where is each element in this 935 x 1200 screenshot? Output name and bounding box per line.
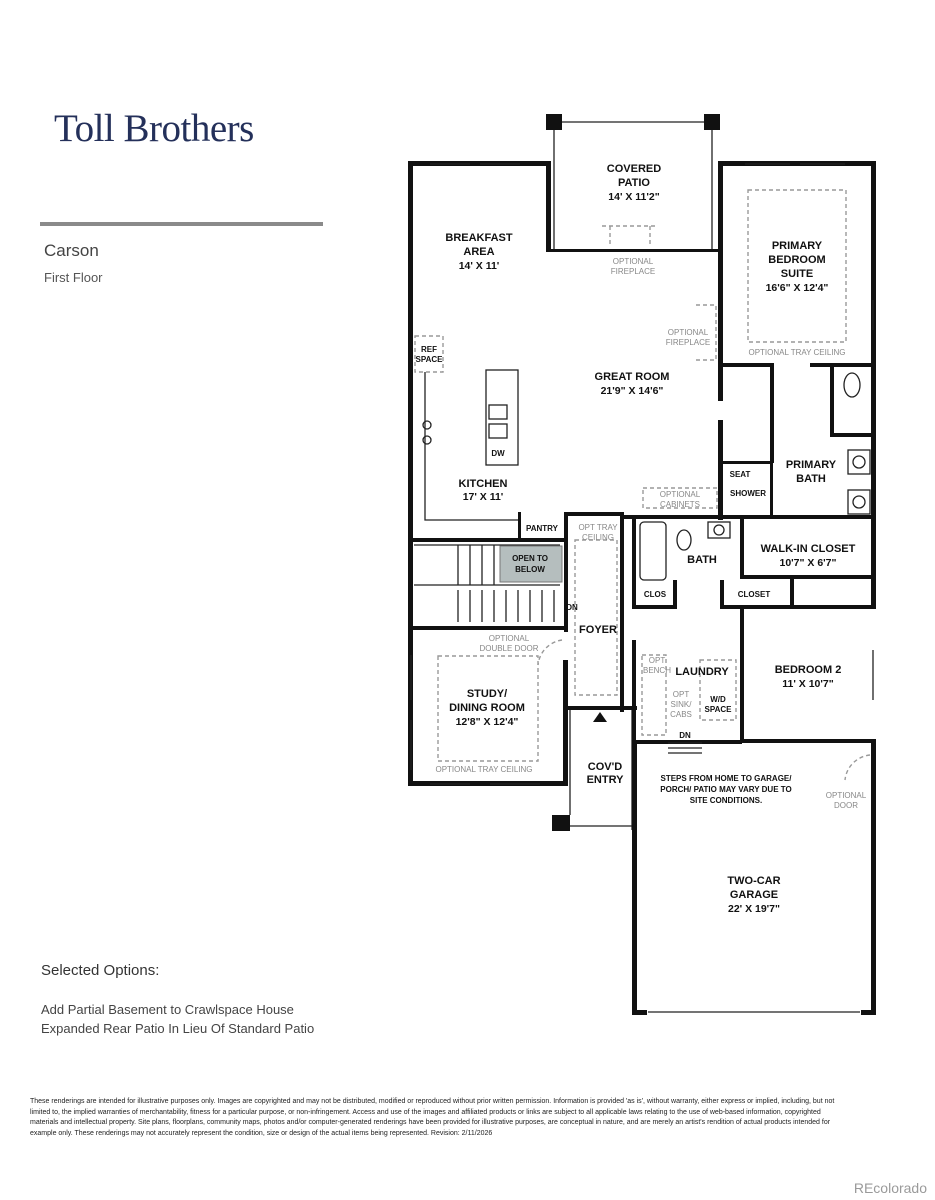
ref-space-label-2: SPACE: [416, 355, 444, 364]
opt-fireplace-great-2: FIREPLACE: [666, 338, 710, 347]
opt-bench-label: OPT: [649, 656, 666, 665]
covered-patio-label-2: PATIO: [618, 177, 650, 189]
shower-label: SHOWER: [730, 489, 766, 498]
bedroom2-label: BEDROOM 2: [775, 664, 842, 676]
garage-dim: 22' X 19'7": [728, 903, 780, 915]
clos-label: CLOS: [644, 590, 667, 599]
opt-bench-label-2: BENCH: [643, 666, 671, 675]
primary-suite-label: PRIMARY: [772, 240, 823, 252]
primary-suite-dim: 16'6" X 12'4": [766, 282, 829, 294]
closet-label: CLOSET: [738, 590, 771, 599]
primary-suite-label-2: BEDROOM: [768, 254, 825, 266]
walls: [408, 114, 876, 1015]
steps-note: STEPS FROM HOME TO GARAGE/: [661, 774, 793, 783]
disclaimer-text: These renderings are intended for illust…: [30, 1098, 835, 1137]
selected-option-item: Add Partial Basement to Crawlspace House: [41, 1002, 294, 1017]
floor-name: First Floor: [44, 270, 103, 285]
foyer-label: FOYER: [579, 624, 617, 636]
opt-tray-primary: OPTIONAL TRAY CEILING: [748, 348, 845, 357]
opt-tray-foyer: OPT TRAY: [578, 523, 618, 532]
primary-suite-label-3: SUITE: [781, 268, 813, 280]
open-below-label-2: BELOW: [515, 565, 545, 574]
primary-bath-label-2: BATH: [796, 473, 826, 485]
primary-bath-label: PRIMARY: [786, 459, 837, 471]
breakfast-dim: 14' X 11': [459, 260, 500, 272]
great-room-dim: 21'9" X 14'6": [601, 385, 664, 397]
wd-label: W/D: [710, 695, 726, 704]
title-divider: [40, 222, 323, 226]
bedroom2-dim: 11' X 10'7": [782, 678, 833, 690]
brand-logo: Toll Brothers: [54, 107, 254, 150]
covered-patio-label: COVERED: [607, 163, 661, 175]
open-below-label: OPEN TO: [512, 554, 548, 563]
fixtures: [414, 189, 871, 781]
study-label: STUDY/: [467, 688, 507, 700]
opt-tray-foyer-2: CEILING: [582, 533, 614, 542]
covd-entry-label-2: ENTRY: [587, 774, 625, 786]
kitchen-label: KITCHEN: [459, 478, 508, 490]
kitchen-dim: 17' X 11': [463, 491, 504, 503]
windows: [410, 163, 874, 785]
opt-sink-label: OPT: [673, 690, 690, 699]
bath-label: BATH: [687, 554, 717, 566]
garage-label-2: GARAGE: [730, 889, 778, 901]
walk-in-closet-label: WALK-IN CLOSET: [761, 543, 856, 555]
pantry-label: PANTRY: [526, 524, 559, 533]
dw-label: DW: [491, 449, 505, 458]
opt-garage-door: OPTIONAL: [826, 791, 867, 800]
study-label-2: DINING ROOM: [449, 702, 525, 714]
stair-dn-label: DN: [566, 603, 578, 612]
selected-options-title: Selected Options:: [41, 962, 160, 979]
covd-entry-label: COV'D: [588, 761, 622, 773]
laundry-dn-label: DN: [679, 731, 691, 740]
breakfast-label-2: AREA: [463, 246, 494, 258]
covered-patio-dim: 14' X 11'2": [608, 191, 659, 203]
wd-label-2: SPACE: [705, 705, 733, 714]
model-name: Carson: [44, 241, 99, 260]
selected-option-item: Expanded Rear Patio In Lieu Of Standard …: [41, 1021, 315, 1036]
opt-fireplace-patio: OPTIONAL: [613, 257, 654, 266]
ref-space-label: REF: [421, 345, 437, 354]
garage-label: TWO-CAR: [727, 875, 780, 887]
opt-sink-label-3: CABS: [670, 710, 692, 719]
opt-cabinets: OPTIONAL: [660, 490, 701, 499]
steps-note-3: SITE CONDITIONS.: [690, 796, 762, 805]
opt-fireplace-patio-2: FIREPLACE: [611, 267, 655, 276]
opt-tray-study: OPTIONAL TRAY CEILING: [435, 765, 532, 774]
opt-garage-door-2: DOOR: [834, 801, 858, 810]
opt-double-door: OPTIONAL: [489, 634, 530, 643]
steps-note-2: PORCH/ PATIO MAY VARY DUE TO: [660, 785, 791, 794]
seat-label: SEAT: [730, 470, 751, 479]
opt-sink-label-2: SINK/: [671, 700, 693, 709]
walk-in-closet-dim: 10'7" X 6'7": [780, 557, 837, 569]
opt-fireplace-great: OPTIONAL: [668, 328, 709, 337]
watermark: REcolorado: [853, 1180, 927, 1196]
opt-cabinets-2: CABINETS: [660, 500, 700, 509]
great-room-label: GREAT ROOM: [595, 371, 670, 383]
breakfast-label: BREAKFAST: [445, 232, 513, 244]
laundry-label: LAUNDRY: [675, 666, 729, 678]
opt-double-door-2: DOUBLE DOOR: [479, 644, 538, 653]
study-dim: 12'8" X 12'4": [456, 716, 519, 728]
